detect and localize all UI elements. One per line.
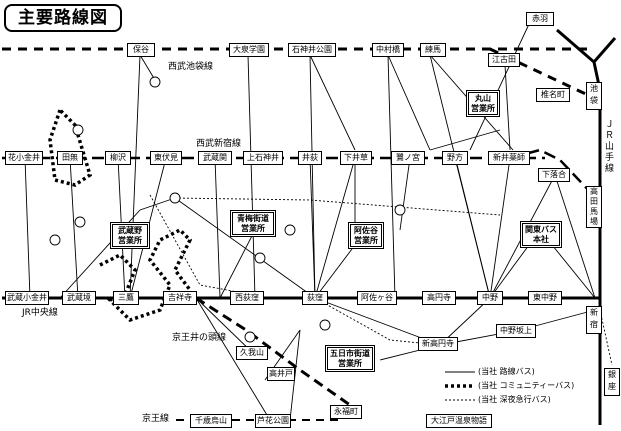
jr-yamanote-line [556, 28, 602, 425]
station-kamishakujii: 上石神井 [243, 151, 283, 165]
night-bus-route [149, 194, 271, 299]
station-musashi-sakai: 武蔵境 [62, 291, 96, 305]
office-kanto-bus-hq: 関東バス 本社 [520, 221, 562, 248]
community-bus-route-mitaka [99, 227, 193, 323]
station-kugayama: 久我山 [236, 346, 268, 360]
station-musashi-koganei: 武蔵小金井 [5, 291, 49, 305]
legend-night-bus: (当社 深夜急行バス) [478, 395, 551, 404]
station-nakamurabashi: 中村橋 [372, 43, 404, 57]
station-musashiseki: 武蔵関 [198, 151, 232, 165]
station-takaido: 高井戸 [267, 367, 295, 381]
office-musashino: 武蔵野 営業所 [110, 222, 150, 249]
station-oedo-onsen: 大江戸温泉物語 [426, 414, 492, 428]
office-maruyama: 丸山 営業所 [466, 90, 500, 117]
station-shimoigusa: 下井草 [340, 151, 372, 165]
railway-label-jr-yamanote: Ｊ Ｒ 山 手 線 [604, 120, 614, 174]
station-koenji: 高円寺 [422, 291, 456, 305]
station-shin-igo: 新井薬師 [488, 151, 530, 165]
station-hanakoganei: 花小金井 [5, 151, 43, 165]
station-yagisawa: 柳沢 [105, 151, 131, 165]
map-title: 主要路線図 [4, 4, 122, 32]
station-akabane: 赤羽 [526, 12, 554, 26]
station-mitaka: 三鷹 [113, 291, 139, 305]
legend-route-bus: (当社 路線バス) [478, 367, 535, 376]
station-chitose-karasuyama: 千歳烏山 [190, 414, 232, 428]
station-tanashi: 田無 [57, 151, 83, 165]
station-kichijoji: 吉祥寺 [163, 291, 197, 305]
railway-label-keio: 京王線 [142, 414, 170, 424]
station-roka-koen: 芦花公園 [255, 414, 291, 428]
office-asagaya: 阿佐谷 営業所 [348, 222, 384, 249]
station-shin-koenji: 新高円寺 [418, 337, 458, 351]
station-asagaya: 阿佐ヶ谷 [357, 291, 397, 305]
railway-label-keio-inokashira: 京王井の頭線 [172, 333, 227, 343]
station-nakano: 中野 [477, 291, 503, 305]
station-ekoda: 江古田 [488, 53, 520, 67]
station-nakano-sakaue: 中野坂上 [496, 324, 536, 338]
office-itsukaichi-kaido: 五日市街道 営業所 [325, 345, 375, 372]
station-ikebukuro: 池袋 [586, 82, 602, 110]
station-shinjuku: 新宿 [586, 306, 602, 334]
station-shiinamachi: 椎名町 [536, 88, 570, 102]
station-saginomiya: 鷺ノ宮 [391, 151, 425, 165]
station-takadanobaba: 高田馬場 [586, 186, 602, 228]
station-ogikubo: 荻窪 [302, 291, 328, 305]
community-bus-route-tanashi [48, 108, 93, 187]
office-ome-kaido: 青梅街道 営業所 [230, 210, 276, 237]
station-iogi: 井荻 [298, 151, 322, 165]
station-nerima: 練馬 [420, 43, 446, 57]
station-nishi-ogikubo: 西荻窪 [230, 291, 264, 305]
station-higashi-nakano: 東中野 [528, 291, 562, 305]
railway-label-seibu-ikebukuro: 西武池袋線 [168, 62, 214, 72]
railway-label-jr-chuo: JR中央線 [22, 308, 58, 318]
station-hoya: 保谷 [127, 43, 155, 57]
station-ginza: 銀座 [604, 368, 620, 396]
station-eifukucho: 永福町 [330, 405, 362, 419]
station-shimoochiai: 下落合 [538, 168, 570, 182]
station-oizumi-gakuen: 大泉学園 [229, 43, 269, 57]
railway-label-seibu-shinjuku: 西武新宿線 [196, 139, 242, 149]
station-shakujii-koen: 石神井公園 [288, 43, 336, 57]
legend-community-bus: (当社 コミュニティーバス) [478, 381, 575, 390]
station-nogata: 野方 [442, 151, 468, 165]
station-higashifushimi: 東伏見 [150, 151, 182, 165]
